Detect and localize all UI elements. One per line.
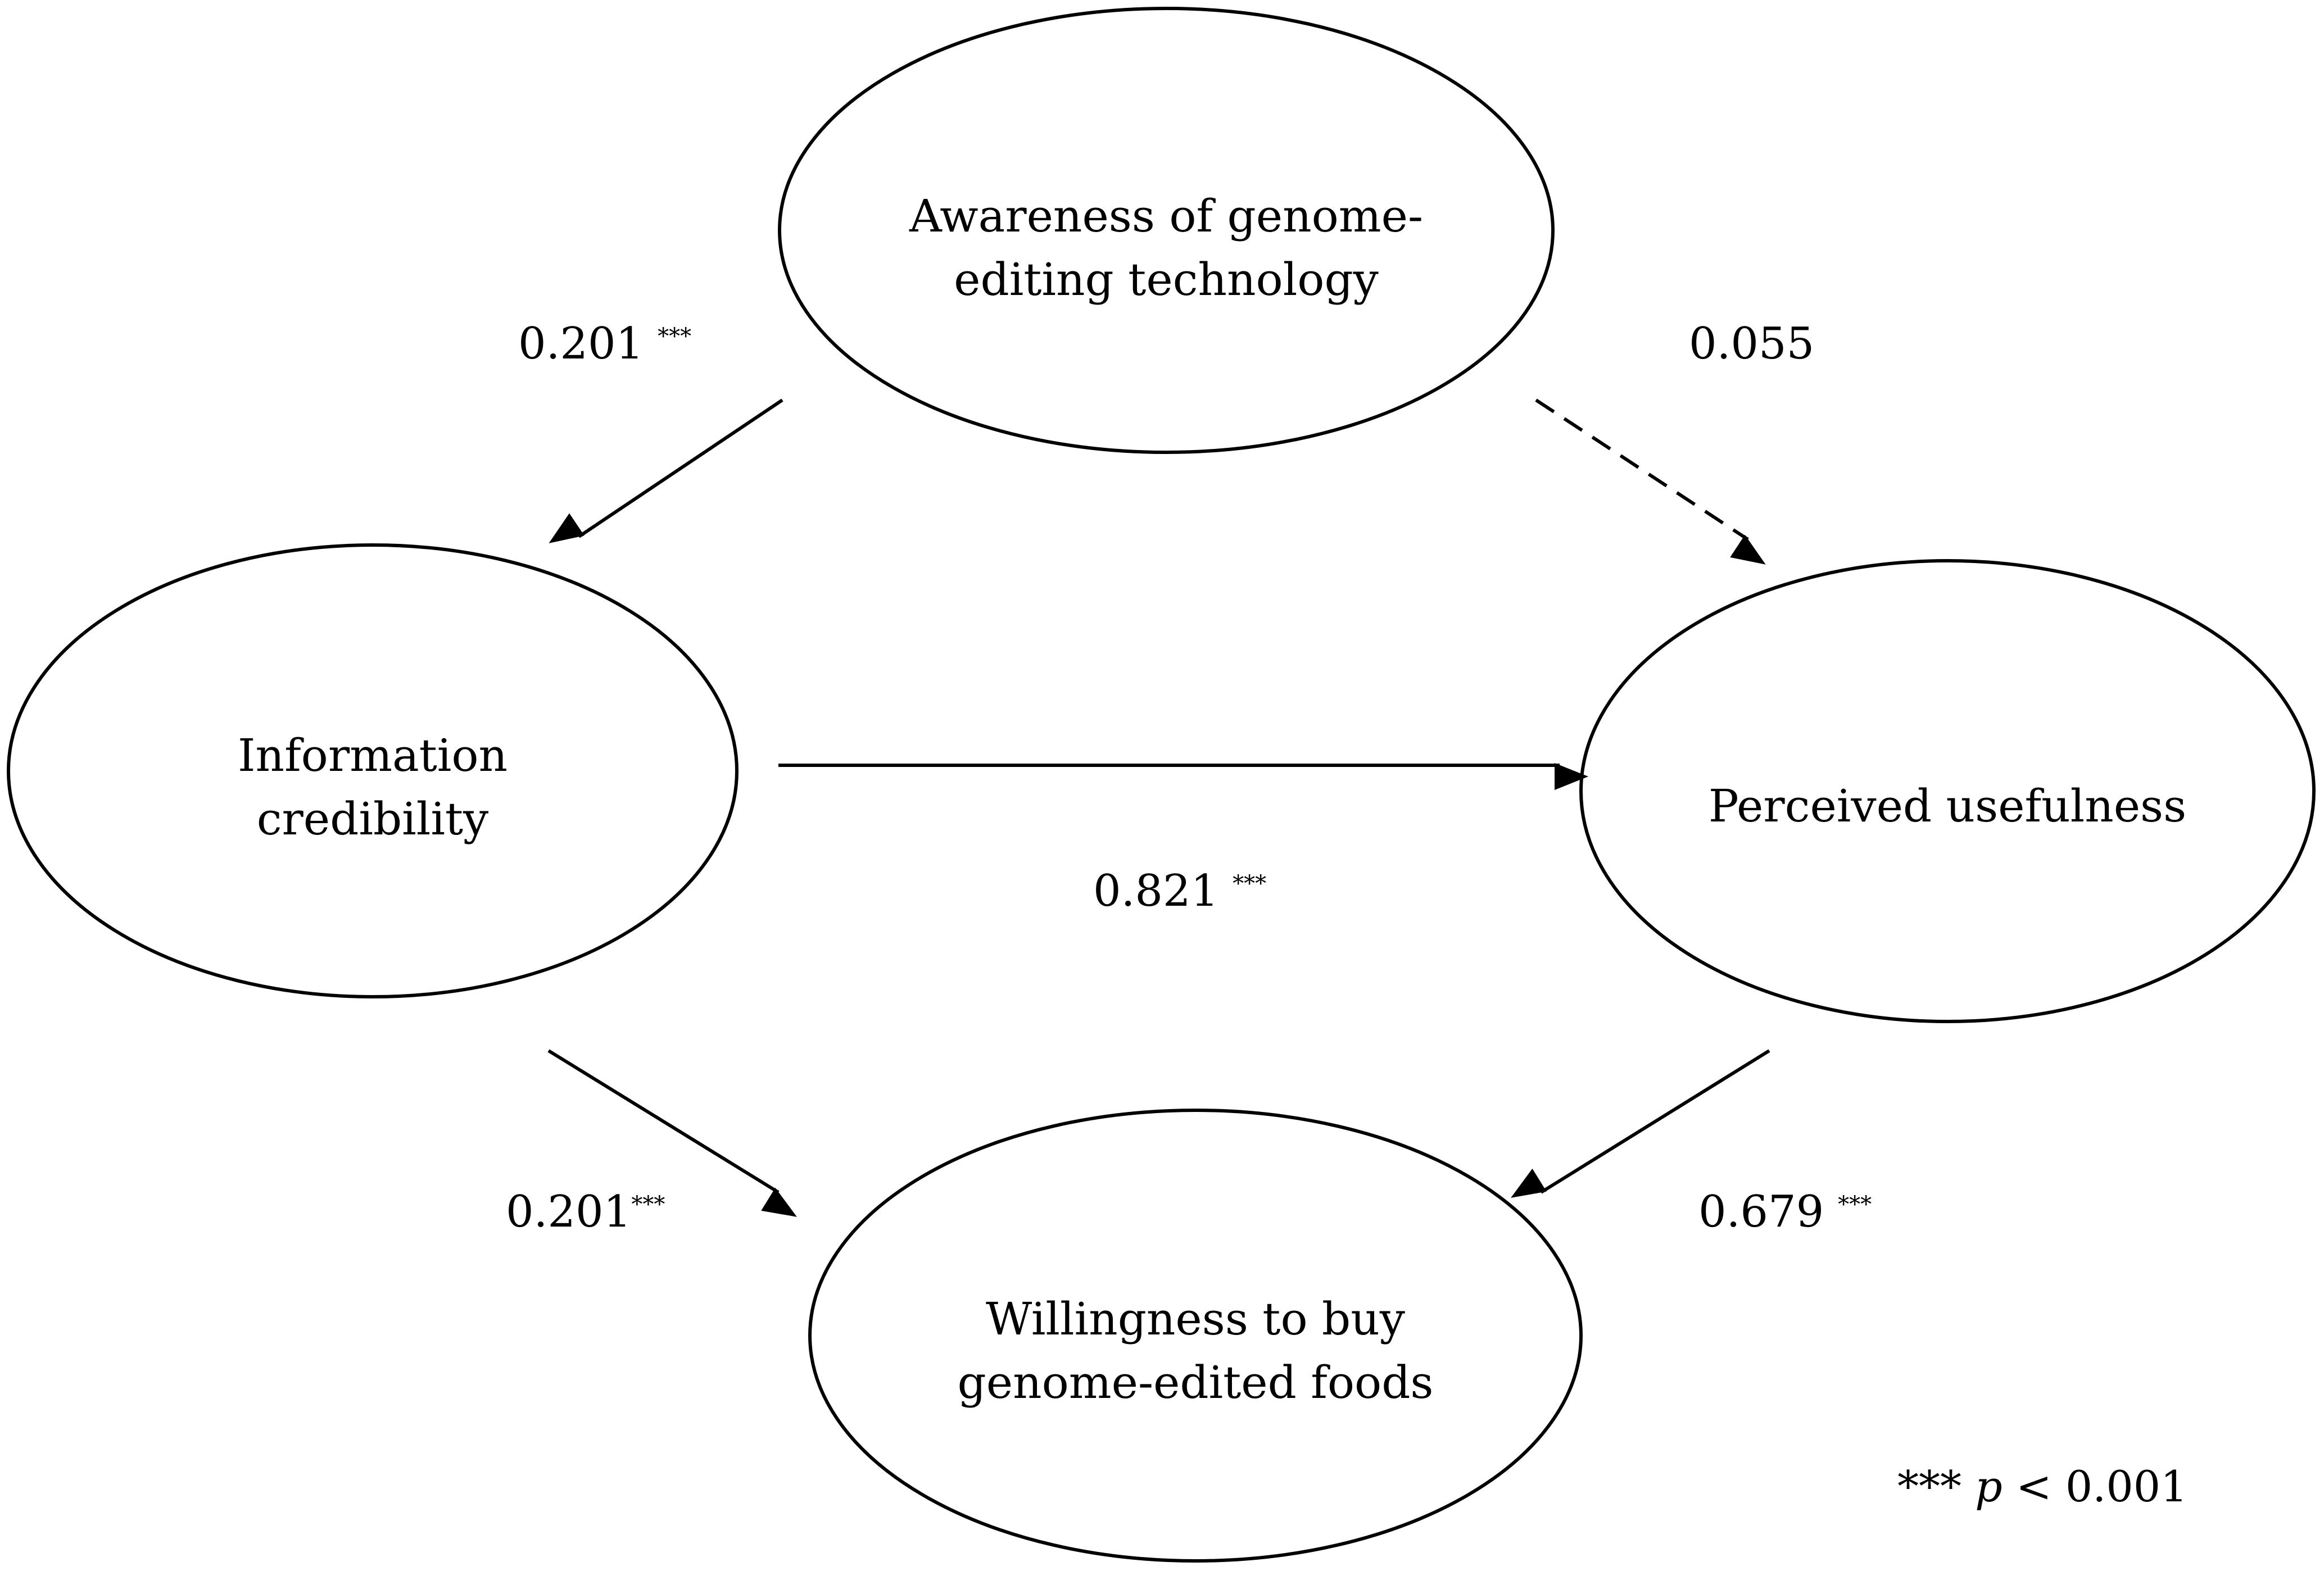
node-willingness [808,1109,1583,1563]
node-willingness-label-1: Willingness to buy [986,1293,1405,1345]
coef-usefulness-to-willingness: 0.679 *** [1698,1187,1872,1237]
node-willingness-label-2: genome-edited foods [958,1356,1434,1409]
coef-awareness-to-credibility: 0.201 *** [518,319,691,369]
arrow-usefulness-to-willingness [1511,1049,1770,1198]
node-perceived-usefulness [1579,559,2316,1023]
node-information-credibility [7,543,739,998]
arrow-awareness-to-usefulness [1535,398,1766,565]
node-awareness [778,7,1555,454]
node-awareness-label-2: editing technology [954,253,1379,306]
coef-awareness-to-usefulness: 0.055 [1689,319,1814,369]
node-credibility-label-1: Information [238,729,508,782]
coef-credibility-to-usefulness: 0.821 *** [1093,866,1266,916]
arrow-credibility-to-willingness [547,1049,797,1217]
node-credibility-label-2: credibility [257,793,489,845]
node-usefulness-label: Perceived usefulness [1709,780,2186,832]
arrow-awareness-to-credibility [549,398,783,543]
significance-note: *** p < 0.001 [1897,1461,2187,1511]
node-awareness-label-1: Awareness of genome- [909,190,1423,242]
coef-credibility-to-willingness: 0.201*** [506,1187,665,1237]
